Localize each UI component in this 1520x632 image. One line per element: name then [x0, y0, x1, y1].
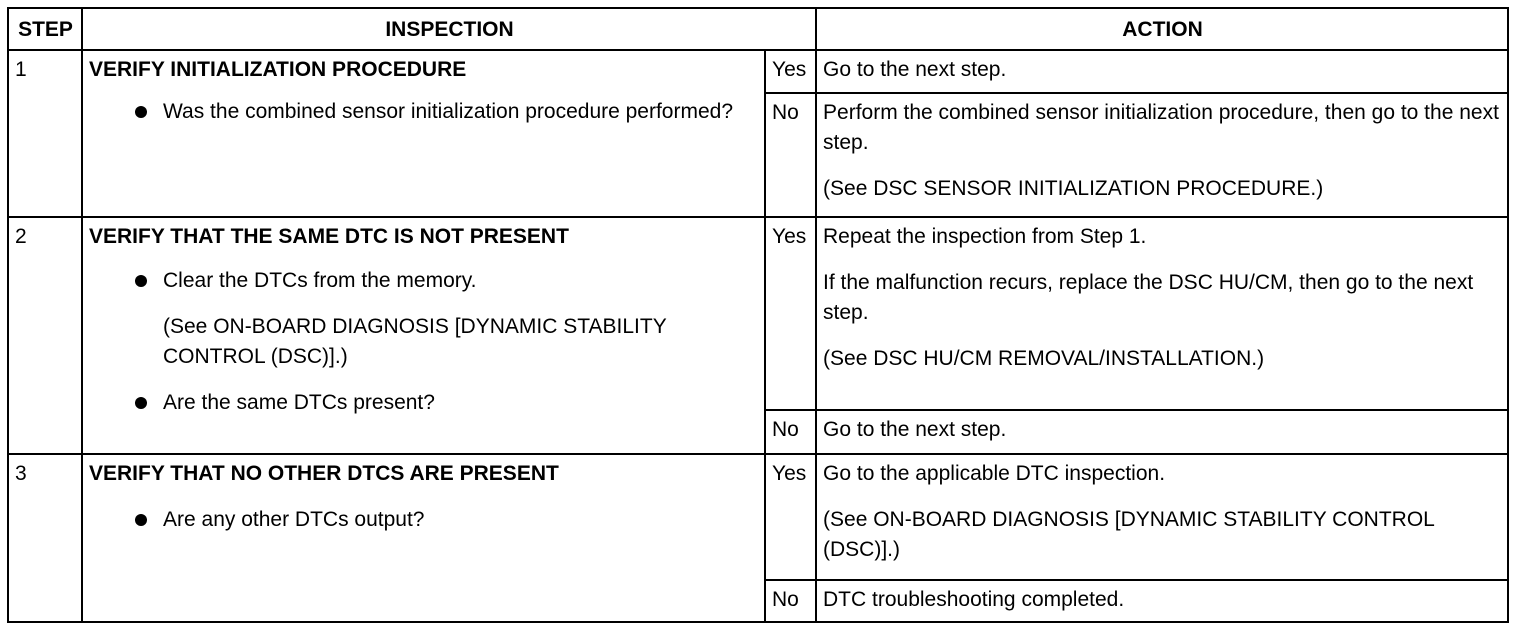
table-row: 1 VERIFY INITIALIZATION PROCEDURE Was th… — [7, 49, 1510, 218]
inspection-title: VERIFY THAT NO OTHER DTCS ARE PRESENT — [89, 462, 559, 485]
no-label: No — [763, 579, 818, 623]
inspection-cell: VERIFY THAT THE SAME DTC IS NOT PRESENT … — [81, 216, 766, 455]
inspection-title: VERIFY THAT THE SAME DTC IS NOT PRESENT — [89, 225, 569, 248]
action-cell: Go to the applicable DTC inspection. (Se… — [815, 453, 1510, 581]
action-cell: Go to the next step. — [815, 49, 1510, 94]
action-text: Go to the next step. — [823, 58, 1007, 81]
inspection-bullet: Was the combined sensor initialization p… — [89, 97, 759, 127]
inspection-reference: (See ON-BOARD DIAGNOSIS [DYNAMIC STABILI… — [163, 315, 667, 368]
action-text: Go to the applicable DTC inspection. — [823, 462, 1166, 485]
action-cell: Perform the combined sensor initializati… — [815, 92, 1510, 218]
inspection-bullet: Are any other DTCs output? — [89, 505, 759, 535]
yes-label: Yes — [763, 216, 818, 411]
no-label: No — [763, 92, 818, 218]
action-reference: (See ON-BOARD DIAGNOSIS [DYNAMIC STABILI… — [823, 508, 1435, 561]
no-label: No — [763, 409, 818, 455]
yes-label: Yes — [763, 49, 818, 94]
table-row: 2 VERIFY THAT THE SAME DTC IS NOT PRESEN… — [7, 216, 1510, 455]
bullet-dot-icon — [135, 397, 147, 409]
bullet-dot-icon — [135, 106, 147, 118]
action-reference: (See DSC SENSOR INITIALIZATION PROCEDURE… — [823, 177, 1324, 200]
bullet-text: Are any other DTCs output? — [163, 508, 425, 531]
action-cell: DTC troubleshooting completed. — [815, 579, 1510, 623]
step-column-header: STEP — [7, 7, 83, 51]
action-text: Repeat the inspection from Step 1. — [823, 225, 1147, 248]
inspection-bullet: Are the same DTCs present? — [89, 388, 759, 418]
yes-label: Yes — [763, 453, 818, 581]
table-header-row: STEP INSPECTION ACTION — [7, 7, 1510, 51]
action-cell: Repeat the inspection from Step 1. If th… — [815, 216, 1510, 411]
step-number: 1 — [7, 49, 83, 218]
action-column-header: ACTION — [815, 7, 1510, 51]
diagnostic-procedure-table: STEP INSPECTION ACTION 1 VERIFY INITIALI… — [7, 7, 1510, 623]
action-cell: Go to the next step. — [815, 409, 1510, 455]
inspection-title: VERIFY INITIALIZATION PROCEDURE — [89, 58, 467, 81]
bullet-text: Clear the DTCs from the memory. — [163, 269, 477, 292]
table-row: 3 VERIFY THAT NO OTHER DTCS ARE PRESENT … — [7, 453, 1510, 623]
step-number: 2 — [7, 216, 83, 455]
bullet-text: Are the same DTCs present? — [163, 391, 435, 414]
step-number: 3 — [7, 453, 83, 623]
bullet-dot-icon — [135, 275, 147, 287]
table-row: No Go to the next step. — [8, 409, 1510, 455]
action-text: Perform the combined sensor initializati… — [823, 101, 1499, 154]
inspection-column-header: INSPECTION — [80, 7, 818, 51]
inspection-cell: VERIFY THAT NO OTHER DTCS ARE PRESENT Ar… — [81, 453, 766, 623]
table-row: No DTC troubleshooting completed. — [8, 579, 1510, 623]
action-text: If the malfunction recurs, replace the D… — [823, 271, 1474, 324]
bullet-text: Was the combined sensor initialization p… — [163, 100, 734, 123]
action-text: DTC troubleshooting completed. — [823, 588, 1125, 611]
action-reference: (See DSC HU/CM REMOVAL/INSTALLATION.) — [823, 347, 1265, 370]
action-text: Go to the next step. — [823, 418, 1007, 441]
inspection-bullet: Clear the DTCs from the memory. — [89, 266, 759, 296]
table-row: No Perform the combined sensor initializ… — [8, 92, 1510, 218]
bullet-dot-icon — [135, 514, 147, 526]
inspection-cell: VERIFY INITIALIZATION PROCEDURE Was the … — [81, 49, 766, 218]
